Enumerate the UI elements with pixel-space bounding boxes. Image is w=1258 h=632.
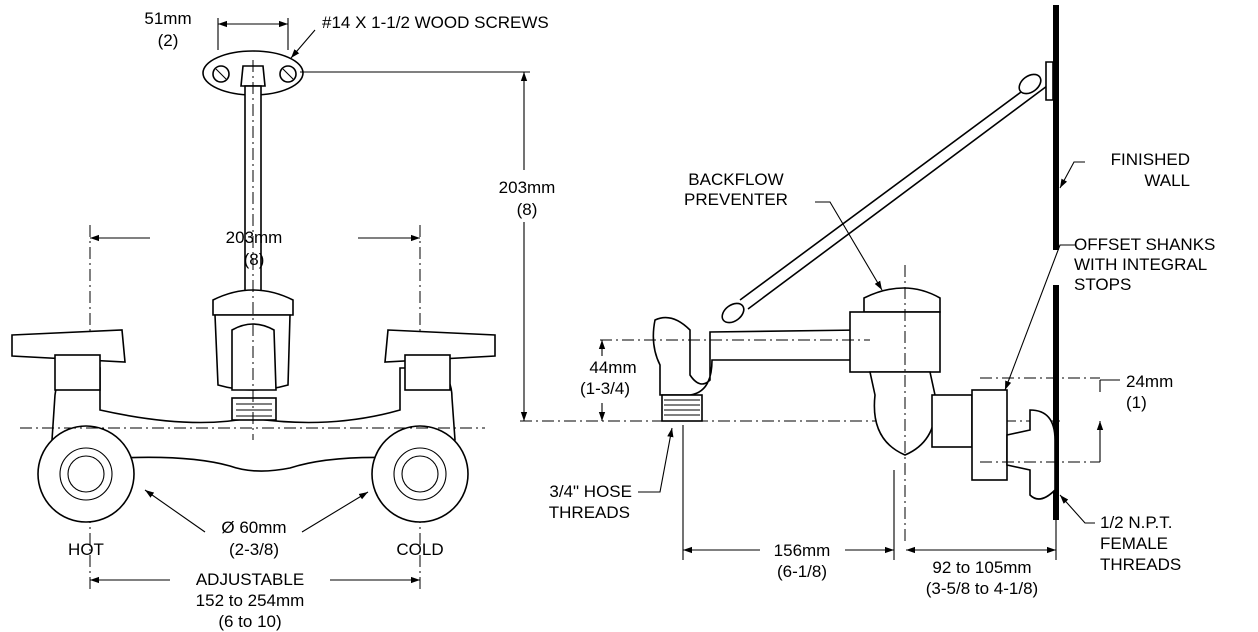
wood-screw-leader <box>290 29 316 59</box>
npt-line1: 1/2 N.P.T. <box>1100 513 1172 532</box>
dim-51-in: (2) <box>158 31 179 50</box>
hose-threads <box>661 394 703 422</box>
hose-outlet <box>231 397 277 421</box>
hot-flange <box>37 425 135 523</box>
side-spout <box>652 316 861 396</box>
union-nut <box>931 394 973 448</box>
dim-24-mm: 24mm <box>1126 372 1173 391</box>
hose-threads-line2: THREADS <box>549 503 630 522</box>
offset-shank <box>971 389 1008 481</box>
wood-screws-label: #14 X 1-1/2 WOOD SCREWS <box>322 13 549 32</box>
side-view <box>598 5 1120 560</box>
adjustable-in: (6 to 10) <box>218 612 281 631</box>
brace-arm <box>739 77 1041 301</box>
wall-flange <box>1006 409 1056 500</box>
finished-wall-line1: FINISHED <box>1111 150 1190 169</box>
dim-156-in: (6-1/8) <box>777 562 827 581</box>
dim-92-in: (3-5/8 to 4-1/8) <box>926 579 1038 598</box>
offset-shanks-line3: STOPS <box>1074 275 1131 294</box>
dim-203-vertical-in: (8) <box>517 200 538 219</box>
dim-203-horizontal-in: (8) <box>244 250 265 269</box>
hot-handle <box>11 329 126 363</box>
dim-203-vertical-mm: 203mm <box>499 178 556 197</box>
backflow-cap <box>863 287 941 313</box>
labels: 51mm (2) #14 X 1-1/2 WOOD SCREWS 203mm (… <box>68 9 1215 631</box>
dim-92-mm: 92 to 105mm <box>932 558 1031 577</box>
offset-shanks-line1: OFFSET SHANKS <box>1074 235 1215 254</box>
hot-label: HOT <box>68 540 104 559</box>
dim-203-horizontal-mm: 203mm <box>226 228 283 247</box>
finished-wall-line2: WALL <box>1144 171 1190 190</box>
npt-line3: THREADS <box>1100 555 1181 574</box>
dim-24-in: (1) <box>1126 393 1147 412</box>
offset-shanks-line2: WITH INTEGRAL <box>1074 255 1207 274</box>
diameter-60-mm: Ø 60mm <box>221 518 286 537</box>
backflow-label-line1: BACKFLOW <box>688 170 783 189</box>
cold-label: COLD <box>396 540 443 559</box>
hose-threads-line1: 3/4" HOSE <box>549 482 632 501</box>
cold-flange <box>371 425 469 523</box>
dim-44-in: (1-3/4) <box>580 379 630 398</box>
valve-body <box>869 371 937 456</box>
dim-51-mm: 51mm <box>144 9 191 28</box>
front-view <box>11 18 1060 590</box>
backflow-label-line2: PREVENTER <box>684 190 788 209</box>
diameter-60-in: (2-3/8) <box>229 540 279 559</box>
dim-44-mm: 44mm <box>589 358 636 377</box>
dim-156-mm: 156mm <box>774 541 831 560</box>
cold-handle <box>384 329 496 363</box>
adjustable-label: ADJUSTABLE <box>196 570 304 589</box>
npt-line2: FEMALE <box>1100 534 1168 553</box>
backflow-body <box>849 311 941 373</box>
adjustable-mm: 152 to 254mm <box>196 591 305 610</box>
